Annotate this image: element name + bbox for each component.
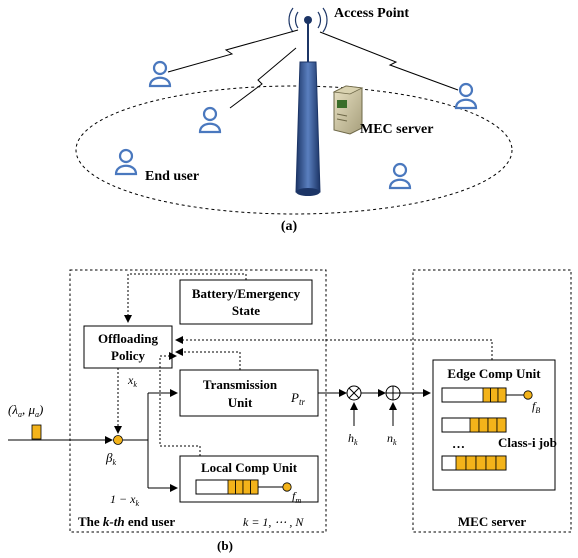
caption-a: (a) bbox=[281, 219, 298, 234]
local-queue-jobs bbox=[227, 479, 259, 495]
edge-comp-unit-label: Edge Comp Unit bbox=[447, 366, 541, 381]
battery-state-box bbox=[179, 279, 313, 325]
offloading-policy-label-line2: Policy bbox=[111, 348, 145, 363]
end-user-icon bbox=[114, 148, 138, 176]
end-user-label: End user bbox=[145, 169, 199, 184]
end-user-icon bbox=[198, 106, 222, 134]
n-k-label: nk bbox=[387, 431, 397, 447]
mec-server-label: MEC server bbox=[360, 122, 433, 137]
k-range-label: k = 1, ⋯ , N bbox=[243, 515, 304, 529]
battery-state-label-line2: State bbox=[232, 303, 260, 318]
f-b-label: fB bbox=[532, 399, 540, 415]
edge-server-dot bbox=[523, 390, 533, 400]
transmission-unit-label-line1: Transmission bbox=[203, 377, 278, 392]
end-user-icon bbox=[388, 162, 412, 190]
panel-b: Battery/Emergency State Offloading Polic… bbox=[8, 269, 572, 553]
class-i-job-label: Class-i job bbox=[498, 435, 557, 450]
mec-server-box-label: MEC server bbox=[458, 514, 526, 529]
transmission-unit-label-line2: Unit bbox=[228, 395, 253, 410]
x-k-label: xk bbox=[127, 373, 137, 389]
wireless-links bbox=[167, 29, 459, 109]
edge-queue-3 bbox=[441, 455, 507, 471]
kth-user-label: The k-th end user bbox=[78, 514, 175, 529]
add-node bbox=[385, 385, 401, 401]
f-m-label: fm bbox=[292, 489, 301, 505]
local-comp-unit-label: Local Comp Unit bbox=[201, 460, 298, 475]
mec-server-icon bbox=[332, 85, 364, 135]
caption-b: (b) bbox=[217, 538, 233, 553]
access-point-icon bbox=[288, 7, 328, 196]
h-k-label: hk bbox=[348, 431, 358, 447]
end-user-icon bbox=[454, 82, 478, 110]
ellipsis: … bbox=[452, 436, 465, 451]
panel-a: Access Point MEC server End user (a) bbox=[75, 6, 513, 234]
access-point-label: Access Point bbox=[334, 6, 409, 21]
arrival-label: (λa, μa) bbox=[8, 402, 43, 419]
edge-queue-1 bbox=[441, 387, 533, 403]
battery-state-label-line1: Battery/Emergency bbox=[192, 286, 301, 301]
offloading-policy-label-line1: Offloading bbox=[98, 331, 158, 346]
kth-user-boundary bbox=[69, 269, 327, 533]
offloading-policy-box bbox=[83, 325, 173, 369]
edge-queue-2 bbox=[441, 417, 507, 433]
arrival-job bbox=[31, 424, 42, 440]
coverage-area bbox=[75, 85, 513, 215]
transmission-unit-box bbox=[179, 369, 319, 417]
local-server-dot bbox=[282, 482, 292, 492]
beta-label: βk bbox=[105, 450, 116, 467]
one-minus-x-label: 1 − xk bbox=[110, 492, 139, 508]
end-user-icon bbox=[148, 60, 172, 88]
beta-node bbox=[113, 435, 123, 445]
multiply-node bbox=[346, 385, 362, 401]
